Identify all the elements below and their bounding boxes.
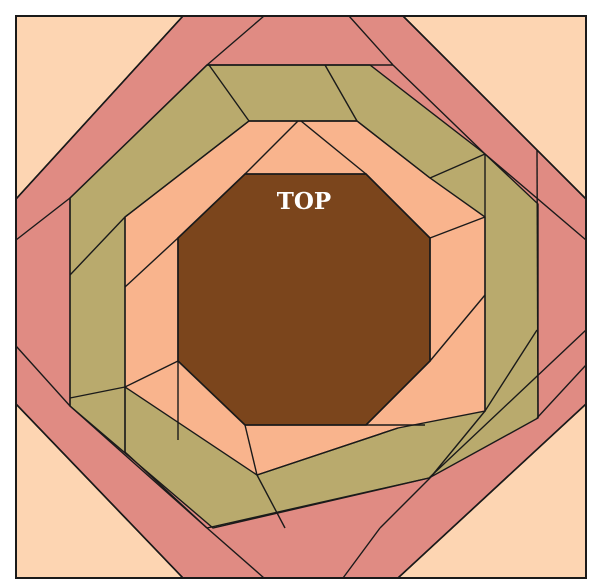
center-label: TOP — [277, 188, 331, 215]
